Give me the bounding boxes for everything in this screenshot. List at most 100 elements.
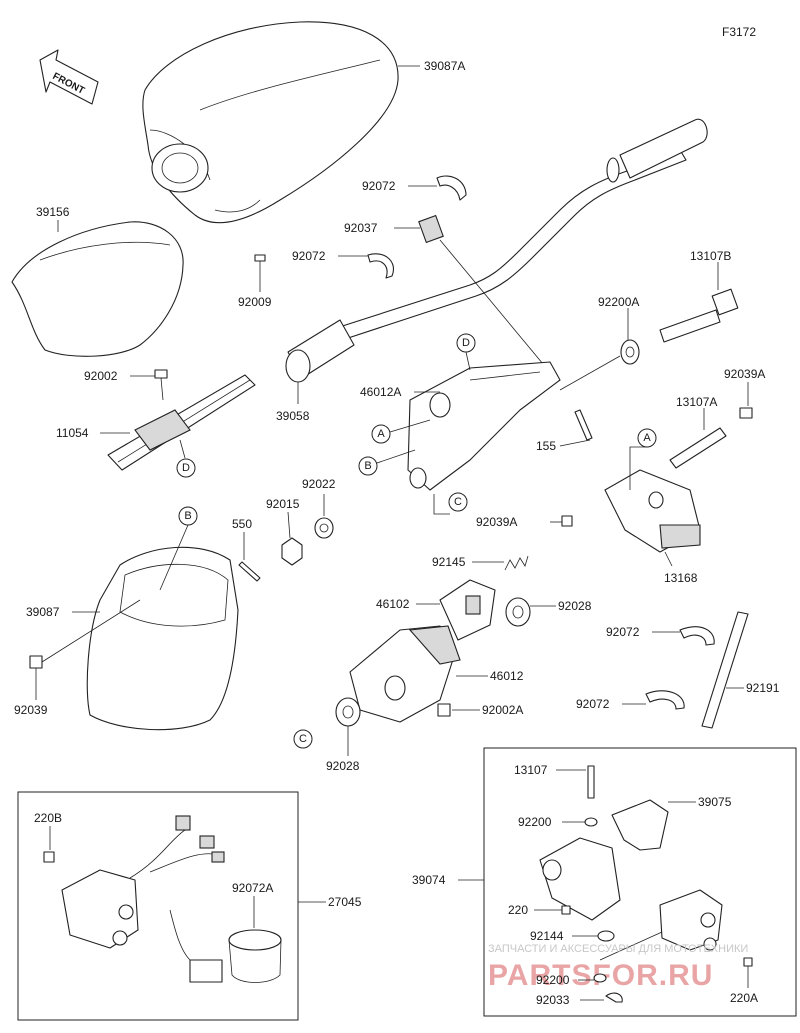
cover-39087 [86, 546, 239, 731]
leader-92015 [287, 511, 291, 539]
label-92072-mid: 92072 [292, 249, 326, 263]
label-92200A: 92200A [598, 295, 639, 309]
label-92028-a: 92028 [558, 599, 592, 613]
washer-92028-b-icon [335, 697, 361, 727]
clamp-92072-r1-icon [679, 626, 715, 646]
lever-assembly-icon [599, 889, 723, 961]
clamp-92072-r2-icon [645, 690, 685, 710]
leader-B2 [159, 524, 189, 591]
clamp-92072-top-icon [436, 175, 467, 201]
holder-46102 [439, 579, 496, 641]
ref-marker-A1 [371, 424, 391, 444]
bolt-155-icon [574, 409, 593, 441]
box-39074 [483, 747, 797, 1017]
ref-marker-B1 [358, 456, 378, 476]
screw-92039A-2-icon [561, 515, 573, 527]
label-220A: 220A [730, 991, 758, 1005]
leader-C1 [433, 494, 450, 515]
label-92191: 92191 [746, 681, 780, 695]
label-13107A: 13107A [676, 395, 717, 409]
label-92039A-2: 92039A [476, 515, 517, 529]
label-92022: 92022 [302, 477, 336, 491]
ref-text-B2: B [184, 510, 191, 522]
spring-92144-icon [597, 930, 615, 942]
washer-92028-a-icon [505, 597, 531, 627]
front-arrow-icon: FRONT [39, 49, 99, 105]
box-27045 [17, 791, 299, 1021]
pad-39156 [11, 221, 184, 357]
figure-code: F3172 [722, 25, 756, 39]
ref-marker-D2 [456, 333, 476, 353]
bracket-11054 [107, 374, 256, 471]
leader-A2 [629, 446, 647, 490]
washer-92200A-icon [620, 339, 640, 365]
ref-marker-C1 [448, 492, 468, 512]
bracket-13168 [604, 469, 701, 553]
tube-92191-icon [701, 611, 749, 729]
watermark-line1: ЗАПЧАСТИ И АКСЕССУАРЫ ДЛЯ МОТОТЕХНИКИ [488, 943, 748, 955]
pin-550-icon [238, 561, 261, 582]
label-39075: 39075 [698, 795, 732, 809]
label-92002: 92002 [84, 369, 118, 383]
label-92072A: 92072A [232, 881, 273, 895]
label-92144: 92144 [530, 929, 564, 943]
label-92033: 92033 [536, 993, 570, 1007]
ref-text-C2: C [299, 733, 307, 745]
label-92200-b: 92200 [536, 973, 570, 987]
screw-220B-icon [43, 851, 55, 863]
label-92072-r2: 92072 [576, 697, 610, 711]
label-92039: 92039 [14, 703, 48, 717]
washer-92200-icon [584, 817, 598, 827]
label-92002A: 92002A [482, 703, 523, 717]
handlebar [285, 118, 708, 383]
clamp-92072A-icon [169, 909, 282, 983]
label-92200: 92200 [518, 815, 552, 829]
leader-A1 [389, 419, 431, 433]
bolt-92002A-icon [437, 703, 451, 717]
ref-text-D2: D [462, 337, 470, 349]
label-39058: 39058 [276, 409, 310, 423]
bolt-92002-icon [154, 369, 168, 401]
label-92009: 92009 [238, 295, 272, 309]
ref-text-A2: A [643, 432, 651, 444]
label-39074: 39074 [412, 873, 446, 887]
bolt-13107B-icon [659, 288, 739, 343]
label-550: 550 [232, 517, 252, 531]
steering-bracket-46012A [407, 361, 561, 491]
label-46012A: 46012A [360, 385, 401, 399]
spring-92145-icon [504, 555, 529, 571]
leader-155 [559, 439, 591, 447]
label-92037: 92037 [344, 221, 378, 235]
screw-92009-icon [254, 254, 266, 272]
label-92028-b: 92028 [326, 759, 360, 773]
screw-220A-icon [743, 957, 753, 967]
label-27045: 27045 [328, 895, 362, 909]
washer-92022-icon [314, 517, 334, 539]
label-220: 220 [508, 903, 528, 917]
leader-92039-pointer [41, 599, 141, 663]
label-92015: 92015 [266, 497, 300, 511]
label-92039A: 92039A [724, 367, 765, 381]
ref-text-A1: A [377, 428, 385, 440]
leader-B1 [376, 449, 416, 464]
cover-39087A [142, 21, 399, 224]
ref-text-C1: C [454, 496, 462, 508]
label-92072-r1: 92072 [606, 625, 640, 639]
pin-13107A-icon [669, 427, 727, 469]
leader-D2 [465, 351, 471, 371]
clamp-92072-mid-icon [367, 253, 394, 279]
housing-39074 [539, 837, 621, 921]
clip-92033-icon [605, 992, 623, 1003]
leader-D1 [179, 439, 186, 459]
nut-92015-icon [281, 537, 303, 566]
ref-marker-D1 [176, 458, 196, 478]
switch-housing-27045 [61, 815, 225, 949]
label-39156: 39156 [36, 205, 70, 219]
label-13168: 13168 [664, 571, 698, 585]
label-39087A: 39087A [424, 59, 465, 73]
label-92072-top: 92072 [362, 179, 396, 193]
label-13107B: 13107B [690, 249, 731, 263]
leader-92037-to-bracket [439, 239, 549, 371]
washer-92200-b-icon [593, 973, 607, 983]
